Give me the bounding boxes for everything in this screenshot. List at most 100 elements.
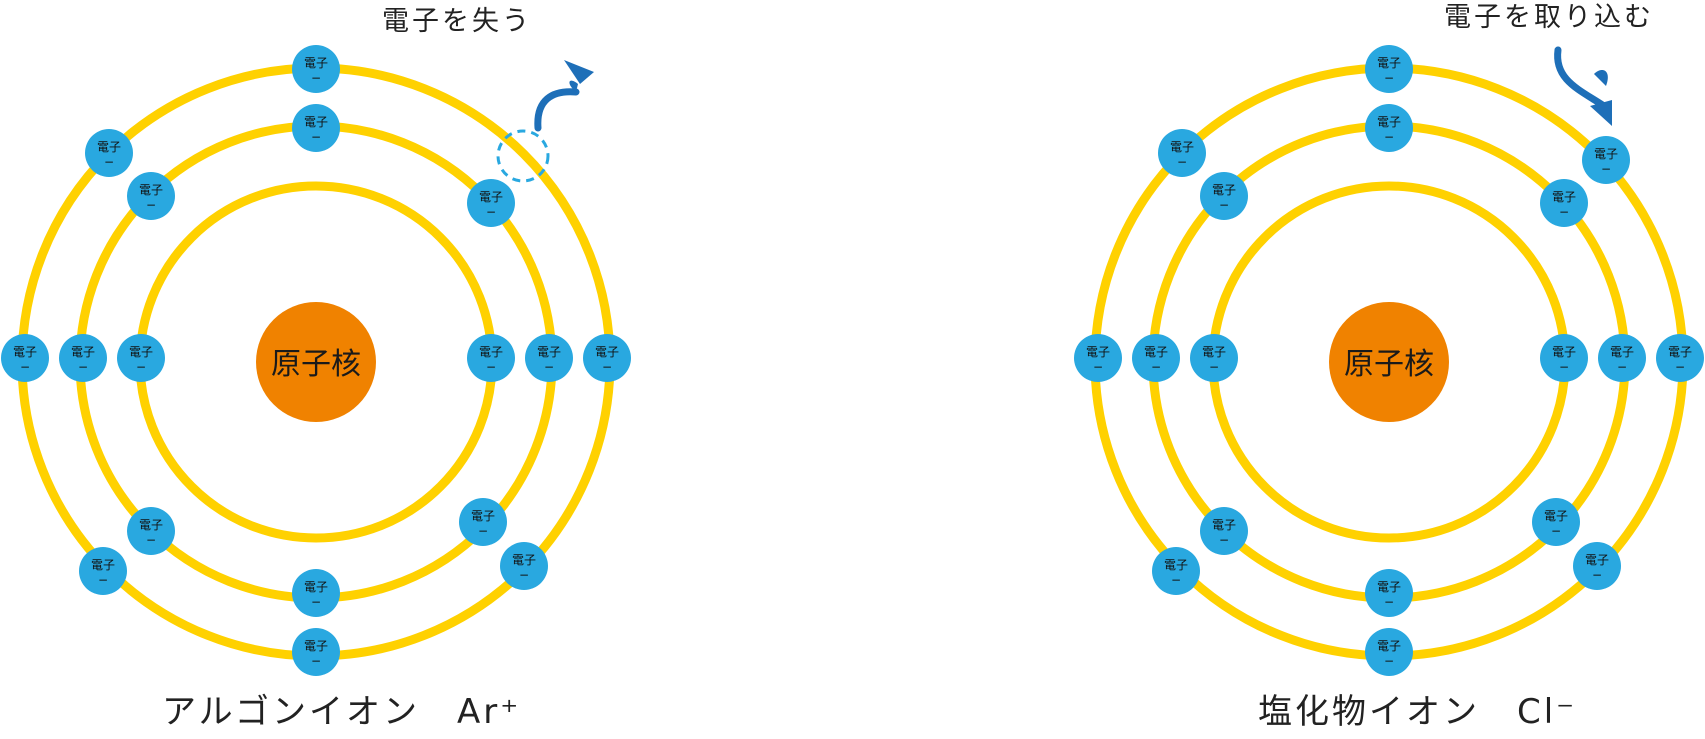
electron-charge-sign: − xyxy=(1151,360,1161,374)
electron-label: 電子 xyxy=(139,183,163,197)
electron: 電子− xyxy=(525,334,573,382)
electron-circle xyxy=(1074,334,1122,382)
chloride-ion-caption: 塩化物イオン Cl⁻ xyxy=(1258,692,1577,732)
electron-circle xyxy=(1540,179,1588,227)
electron-label: 電子 xyxy=(1552,345,1576,359)
electron-charge-sign: − xyxy=(1219,198,1229,212)
electron-circle xyxy=(1365,569,1413,617)
gain-electron-arrow xyxy=(1554,46,1608,110)
electron-circle xyxy=(1365,104,1413,152)
electron-circle xyxy=(1598,334,1646,382)
electron: 電子− xyxy=(1,334,49,382)
electron-circle xyxy=(292,628,340,676)
electron-label: 電子 xyxy=(471,509,495,523)
electron-label: 電子 xyxy=(71,345,95,359)
argon-ion-atom: 原子核 電子−電子−電子−電子−電子−電子−電子−電子−電子−電子−電子−電子−… xyxy=(1,6,631,732)
electron-circle xyxy=(1573,542,1621,590)
electron-circle xyxy=(1365,45,1413,93)
electron: 電子− xyxy=(1365,628,1413,676)
electron: 電子− xyxy=(1573,542,1621,590)
electron-label: 電子 xyxy=(1377,639,1401,653)
electron-circle xyxy=(79,547,127,595)
electron-charge-sign: − xyxy=(519,568,529,582)
electron-circle xyxy=(459,498,507,546)
electron-label: 電子 xyxy=(1544,509,1568,523)
electron-group: 電子−電子−電子−電子−電子−電子−電子−電子−電子−電子−電子−電子−電子−電… xyxy=(1,45,631,676)
electron-circle xyxy=(127,172,175,220)
electron-circle xyxy=(1,334,49,382)
electron-circle xyxy=(59,334,107,382)
electron-label: 電子 xyxy=(1377,580,1401,594)
electron-circle xyxy=(1540,334,1588,382)
electron: 電子− xyxy=(1540,334,1588,382)
electron-charge-sign: − xyxy=(1384,71,1394,85)
electron-charge-sign: − xyxy=(486,205,496,219)
electron-charge-sign: − xyxy=(1177,155,1187,169)
electron: 電子− xyxy=(1152,547,1200,595)
electron: 電子− xyxy=(292,104,340,152)
electron-label: 電子 xyxy=(304,580,328,594)
electron-charge-sign: − xyxy=(1559,205,1569,219)
electron-charge-sign: − xyxy=(1384,595,1394,609)
electron: 電子− xyxy=(127,172,175,220)
lose-electron-arrow xyxy=(534,88,580,132)
electron-label: 電子 xyxy=(1594,147,1618,161)
lose-electron-annotation: 電子を失う xyxy=(382,6,532,37)
electron-label: 電子 xyxy=(1086,345,1110,359)
electron-label: 電子 xyxy=(1164,558,1188,572)
electron-group: 電子−電子−電子−電子−電子−電子−電子−電子−電子−電子−電子−電子−電子−電… xyxy=(1074,45,1704,676)
electron: 電子− xyxy=(117,334,165,382)
electron: 電子− xyxy=(1132,334,1180,382)
electron-charge-sign: − xyxy=(1219,533,1229,547)
electron-charge-sign: − xyxy=(1209,360,1219,374)
electron-label: 電子 xyxy=(479,190,503,204)
electron-label: 電子 xyxy=(1212,518,1236,532)
electron-label: 電子 xyxy=(1585,553,1609,567)
electron: 電子− xyxy=(127,507,175,555)
gain-electron-arrow-tail xyxy=(1594,70,1608,86)
electron-charge-sign: − xyxy=(1675,360,1685,374)
electron-label: 電子 xyxy=(1610,345,1634,359)
electron: 電子− xyxy=(1365,569,1413,617)
electron-label: 電子 xyxy=(1552,190,1576,204)
electron-circle xyxy=(1132,334,1180,382)
electron-charge-sign: − xyxy=(1384,654,1394,668)
nucleus-label: 原子核 xyxy=(271,347,361,382)
electron: 電子− xyxy=(1200,172,1248,220)
lose-electron-arrow-head xyxy=(564,60,594,84)
electron-label: 電子 xyxy=(1170,140,1194,154)
electron-circle xyxy=(500,542,548,590)
electron: 電子− xyxy=(1365,104,1413,152)
electron-label: 電子 xyxy=(304,56,328,70)
electron: 電子− xyxy=(1200,507,1248,555)
electron: 電子− xyxy=(459,498,507,546)
electron-label: 電子 xyxy=(537,345,561,359)
electron-circle xyxy=(1656,334,1704,382)
electron-charge-sign: − xyxy=(1601,162,1611,176)
electron-circle xyxy=(467,334,515,382)
electron: 電子− xyxy=(292,628,340,676)
electron: 電子− xyxy=(59,334,107,382)
electron-circle xyxy=(1365,628,1413,676)
electron-charge-sign: − xyxy=(1617,360,1627,374)
electron-label: 電子 xyxy=(304,115,328,129)
nucleus xyxy=(256,302,376,422)
electron-circle xyxy=(292,45,340,93)
electron-label: 電子 xyxy=(1202,345,1226,359)
electron-label: 電子 xyxy=(1377,115,1401,129)
electron: 電子− xyxy=(467,179,515,227)
electron-charge-sign: − xyxy=(478,524,488,538)
electron-charge-sign: − xyxy=(1551,524,1561,538)
electron-charge-sign: − xyxy=(20,360,30,374)
electron-charge-sign: − xyxy=(486,360,496,374)
electron-circle xyxy=(1152,547,1200,595)
electron-circle xyxy=(1190,334,1238,382)
electron: 電子− xyxy=(583,334,631,382)
electron: 電子− xyxy=(1582,136,1630,184)
electron-charge-sign: − xyxy=(311,595,321,609)
electron-circle xyxy=(117,334,165,382)
electron: 電子− xyxy=(292,45,340,93)
argon-ion-caption: アルゴンイオン Ar⁺ xyxy=(162,692,521,732)
electron-charge-sign: − xyxy=(78,360,88,374)
electron: 電子− xyxy=(1158,129,1206,177)
